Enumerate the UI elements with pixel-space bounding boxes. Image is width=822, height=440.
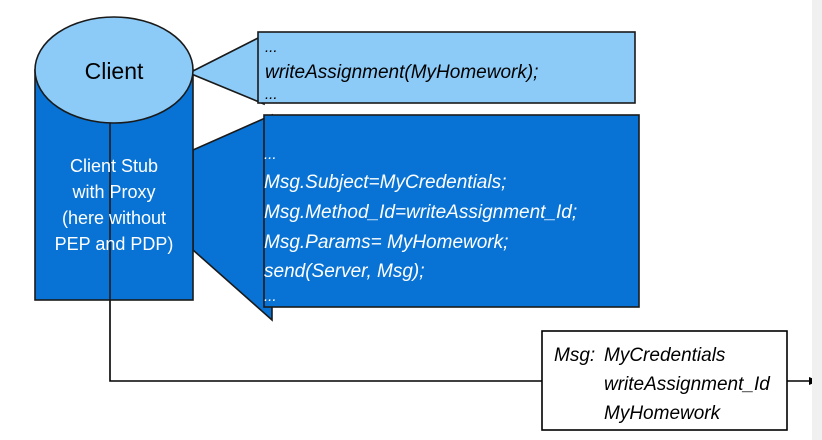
message-box-value-2: MyHomework: [604, 403, 722, 424]
callout-application-code-tail: [187, 33, 265, 106]
stub-code-line-3: Msg.Params= MyHomework;: [264, 232, 508, 253]
callout-stub-code: ... Msg.Subject=MyCredentials; Msg.Metho…: [192, 113, 640, 322]
cylinder-label-line-3: PEP and PDP): [55, 234, 174, 254]
message-box-value-0: MyCredentials: [604, 345, 726, 366]
client-ellipse: [34, 16, 194, 124]
stub-code-line-4: send(Server, Msg);: [264, 261, 425, 282]
cylinder-label-line-2: (here without: [62, 208, 166, 228]
connector-path-stub-to-msg: [109, 300, 542, 382]
stub-code-line-2: Msg.Method_Id=writeAssignment_Id;: [264, 202, 577, 223]
callout-application-code-body: [257, 31, 636, 104]
stub-code-line-0: ...: [264, 146, 277, 163]
client-node: Client: [34, 16, 194, 124]
stub-code-line-1: Msg.Subject=MyCredentials;: [264, 172, 506, 193]
application-code-line-1: writeAssignment(MyHomework);: [265, 62, 538, 83]
cylinder-label-line-1: with Proxy: [71, 182, 155, 202]
message-box-border: [541, 330, 788, 431]
right-edge-strip: [812, 0, 822, 440]
application-code-line-0: ...: [265, 39, 278, 56]
cylinder-label-line-0: Client Stub: [70, 156, 158, 176]
message-box-value-1: writeAssignment_Id: [604, 374, 771, 395]
message-box: Msg: MyCredentials writeAssignment_Id My…: [541, 330, 788, 431]
message-box-label: Msg:: [554, 345, 595, 366]
callout-stub-code-tail: [192, 113, 273, 322]
callout-application-code: ... writeAssignment(MyHomework); ...: [187, 31, 636, 106]
application-code-line-2: ...: [265, 86, 278, 103]
callout-stub-code-body: [263, 114, 640, 308]
client-label: Client: [85, 58, 144, 84]
stub-code-line-5: ...: [264, 288, 277, 305]
